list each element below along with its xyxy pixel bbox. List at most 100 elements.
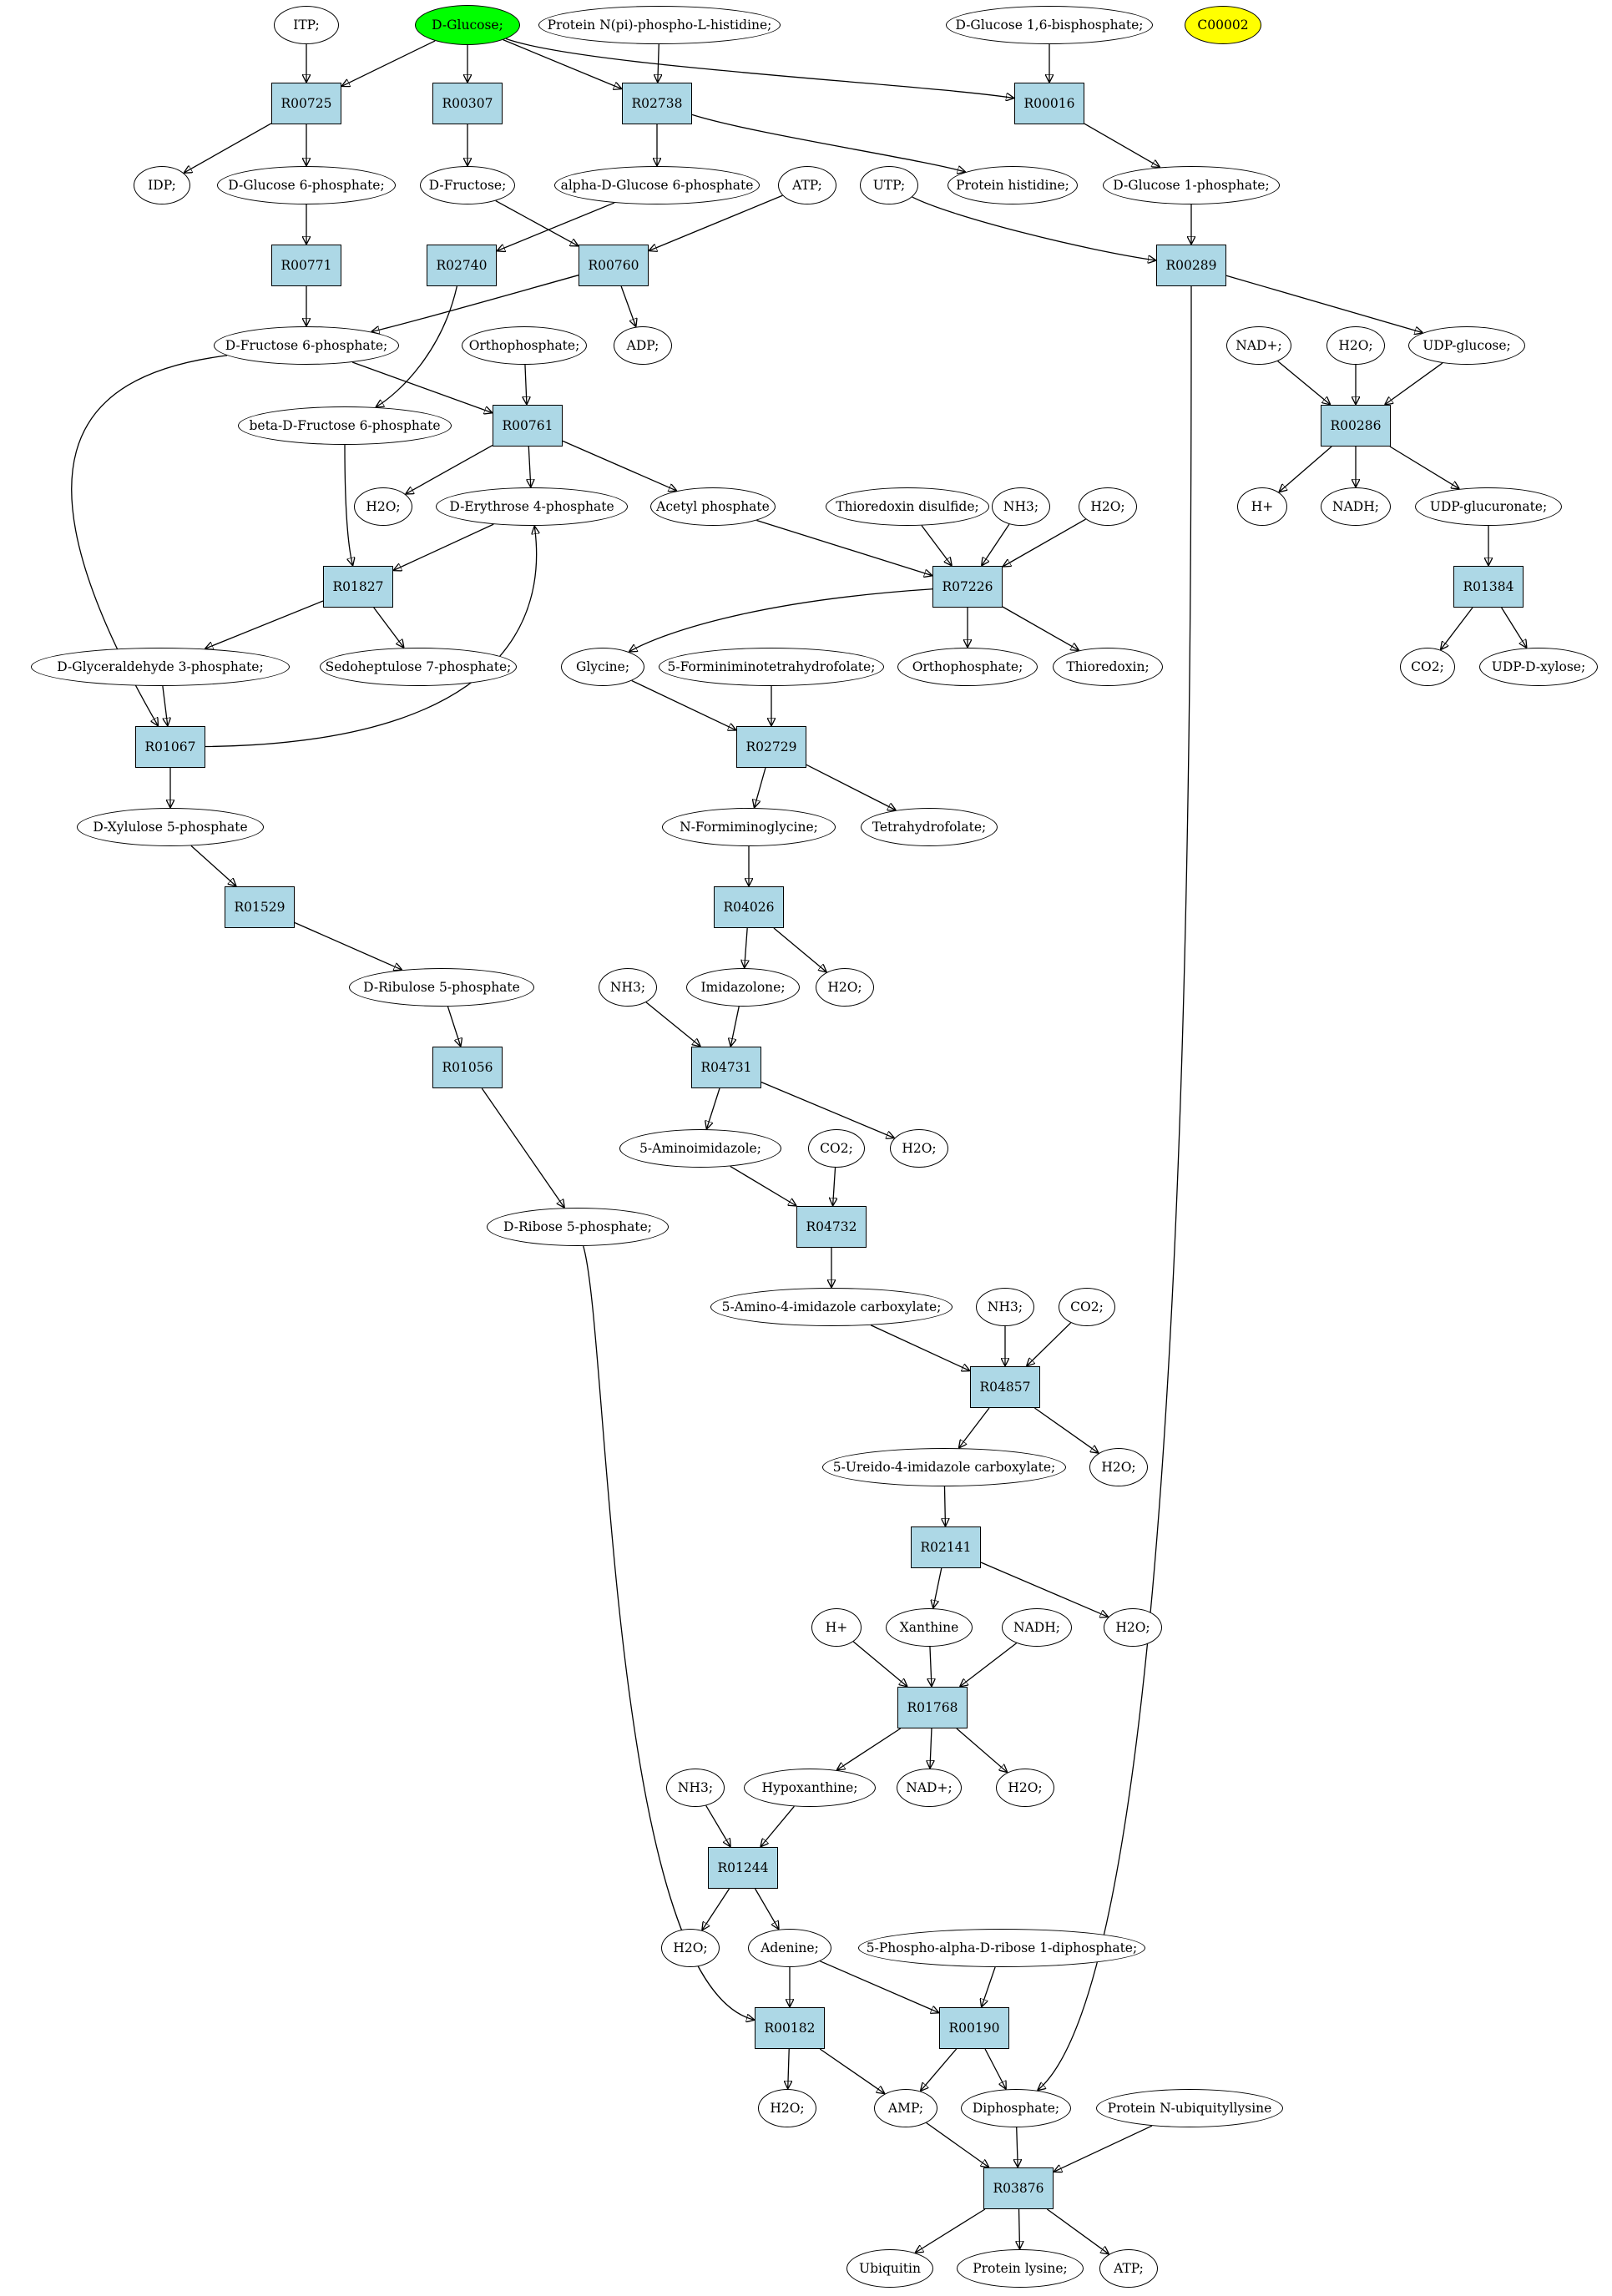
compound-node-protub[interactable]: Protein N-ubiquityllysine: [1096, 2089, 1283, 2127]
compound-node-h2o-g[interactable]: H2O;: [1104, 1608, 1162, 1647]
compound-node-protnp[interactable]: Protein N(pi)-phospho-L-histidine;: [538, 6, 781, 44]
compound-node-aic[interactable]: 5-Amino-4-imidazole carboxylate;: [710, 1288, 953, 1326]
compound-node-co2-c[interactable]: CO2;: [1059, 1288, 1115, 1326]
reaction-node-r00016[interactable]: R00016: [1014, 83, 1084, 124]
reaction-node-r00771[interactable]: R00771: [271, 245, 341, 286]
compound-node-h2o-i[interactable]: H2O;: [661, 1929, 720, 1967]
compound-node-h2o-e[interactable]: H2O;: [890, 1129, 948, 1168]
compound-node-ortho1[interactable]: Orthophosphate;: [462, 326, 587, 365]
compound-node-hypox[interactable]: Hypoxanthine;: [744, 1769, 876, 1807]
reaction-node-r01827[interactable]: R01827: [323, 566, 393, 608]
compound-node-protlys[interactable]: Protein lysine;: [957, 2249, 1084, 2288]
compound-node-r5p[interactable]: D-Ribose 5-phosphate;: [487, 1208, 669, 1246]
compound-node-h2o-f[interactable]: H2O;: [1089, 1448, 1148, 1486]
compound-node-co2-b[interactable]: CO2;: [808, 1129, 865, 1168]
compound-node-trxss[interactable]: Thioredoxin disulfide;: [826, 487, 989, 526]
compound-node-glc16bp[interactable]: D-Glucose 1,6-bisphosphate;: [946, 6, 1153, 44]
compound-node-xanthine[interactable]: Xanthine: [886, 1608, 973, 1647]
reaction-node-r07226[interactable]: R07226: [932, 566, 1003, 608]
compound-node-nfg[interactable]: N-Formiminoglycine;: [662, 808, 836, 846]
edge-R00016-to-g1p: [1084, 123, 1160, 167]
reaction-node-r01067[interactable]: R01067: [135, 726, 205, 768]
compound-node-prothis[interactable]: Protein histidine;: [947, 166, 1078, 204]
reaction-node-r03876[interactable]: R03876: [983, 2167, 1054, 2209]
compound-node-dglucose[interactable]: D-Glucose;: [415, 5, 520, 45]
compound-node-udpx[interactable]: UDP-D-xylose;: [1479, 648, 1598, 686]
compound-node-hplus2[interactable]: H+: [811, 1608, 862, 1647]
reaction-node-r00760[interactable]: R00760: [579, 245, 649, 286]
compound-node-h2o-b[interactable]: H2O;: [354, 487, 412, 526]
reaction-node-r02729[interactable]: R02729: [736, 726, 806, 768]
compound-node-udpga[interactable]: UDP-glucuronate;: [1415, 487, 1562, 526]
reaction-node-r04731[interactable]: R04731: [691, 1047, 761, 1088]
reaction-node-r00286[interactable]: R00286: [1321, 405, 1391, 447]
compound-node-co2-a[interactable]: CO2;: [1400, 648, 1455, 686]
reaction-node-r01768[interactable]: R01768: [897, 1687, 968, 1728]
compound-node-adenine[interactable]: Adenine;: [748, 1929, 831, 1967]
compound-node-bf6p[interactable]: beta-D-Fructose 6-phosphate: [238, 406, 452, 445]
compound-node-ru5p[interactable]: D-Ribulose 5-phosphate: [349, 968, 534, 1007]
compound-node-itp[interactable]: ITP;: [274, 6, 339, 44]
reaction-node-r01384[interactable]: R01384: [1453, 566, 1524, 608]
compound-node-f6p[interactable]: D-Fructose 6-phosphate;: [214, 326, 399, 365]
compound-node-nadp1[interactable]: NAD+;: [1226, 326, 1291, 365]
reaction-node-r01244[interactable]: R01244: [708, 1847, 778, 1889]
compound-node-prpp[interactable]: 5-Phospho-alpha-D-ribose 1-diphosphate;: [858, 1929, 1145, 1967]
compound-node-glycine[interactable]: Glycine;: [561, 648, 644, 686]
compound-node-idp[interactable]: IDP;: [134, 166, 190, 204]
compound-node-e4p[interactable]: D-Erythrose 4-phosphate: [436, 487, 628, 526]
compound-node-udpg[interactable]: UDP-glucose;: [1408, 326, 1525, 365]
compound-node-c00002[interactable]: C00002: [1185, 6, 1261, 44]
compound-node-acp[interactable]: Acetyl phosphate: [650, 487, 776, 526]
compound-node-x5p[interactable]: D-Xylulose 5-phosphate: [77, 808, 264, 846]
compound-node-h2o-h[interactable]: H2O;: [996, 1769, 1054, 1807]
compound-node-g6p[interactable]: D-Glucose 6-phosphate;: [217, 166, 396, 204]
compound-node-nh3-c[interactable]: NH3;: [976, 1288, 1034, 1326]
compound-node-ortho2[interactable]: Orthophosphate;: [897, 648, 1038, 686]
reaction-node-r02740[interactable]: R02740: [427, 245, 497, 286]
compound-node-g1p[interactable]: D-Glucose 1-phosphate;: [1103, 166, 1280, 204]
reaction-node-r00289[interactable]: R00289: [1156, 245, 1226, 286]
reaction-node-r04026[interactable]: R04026: [714, 886, 784, 928]
compound-node-amp[interactable]: AMP;: [874, 2089, 937, 2127]
compound-node-nadh1[interactable]: NADH;: [1321, 487, 1391, 526]
compound-node-s7p[interactable]: Sedoheptulose 7-phosphate;: [320, 648, 517, 686]
compound-node-thf[interactable]: Tetrahydrofolate;: [861, 808, 998, 846]
reaction-node-r04857[interactable]: R04857: [970, 1366, 1040, 1408]
compound-node-adp[interactable]: ADP;: [614, 326, 672, 365]
compound-node-nh3-d[interactable]: NH3;: [666, 1769, 725, 1807]
compound-node-diphos[interactable]: Diphosphate;: [961, 2089, 1071, 2127]
compound-node-nh3-a[interactable]: NH3;: [992, 487, 1050, 526]
compound-node-hplus1[interactable]: H+: [1237, 487, 1287, 526]
compound-node-gap[interactable]: D-Glyceraldehyde 3-phosphate;: [31, 648, 290, 686]
compound-node-uic[interactable]: 5-Ureido-4-imidazole carboxylate;: [822, 1448, 1066, 1486]
compound-node-h2o-d[interactable]: H2O;: [816, 968, 874, 1007]
reaction-node-r01056[interactable]: R01056: [432, 1047, 503, 1088]
reaction-node-r00307[interactable]: R00307: [432, 83, 503, 124]
compound-node-atp1[interactable]: ATP;: [778, 166, 836, 204]
compound-node-h2o-c[interactable]: H2O;: [1079, 487, 1137, 526]
compound-node-nh3-b[interactable]: NH3;: [599, 968, 657, 1007]
compound-node-nadp2[interactable]: NAD+;: [897, 1769, 962, 1807]
compound-node-h2o-j[interactable]: H2O;: [758, 2089, 816, 2127]
reaction-node-r04732[interactable]: R04732: [796, 1206, 867, 1248]
compound-node-h2o-a[interactable]: H2O;: [1326, 326, 1385, 365]
reaction-node-r02141[interactable]: R02141: [911, 1526, 981, 1568]
compound-node-imid[interactable]: Imidazolone;: [686, 968, 800, 1007]
compound-node-utp[interactable]: UTP;: [860, 166, 918, 204]
reaction-node-r01529[interactable]: R01529: [225, 886, 295, 928]
compound-node-aimid[interactable]: 5-Aminoimidazole;: [619, 1129, 781, 1168]
reaction-node-r00761[interactable]: R00761: [493, 405, 563, 447]
reaction-node-r02738[interactable]: R02738: [622, 83, 692, 124]
compound-node-atp2[interactable]: ATP;: [1099, 2249, 1158, 2288]
compound-node-ubiq[interactable]: Ubiquitin: [846, 2249, 933, 2288]
compound-node-nadh2[interactable]: NADH;: [1002, 1608, 1072, 1647]
reaction-node-r00182[interactable]: R00182: [755, 2007, 825, 2049]
compound-node-ag6p[interactable]: alpha-D-Glucose 6-phosphate: [554, 166, 760, 204]
reaction-node-r00725[interactable]: R00725: [271, 83, 341, 124]
compound-node-fithf[interactable]: 5-Forminiminotetrahydrofolate;: [659, 648, 884, 686]
compound-node-dfructose[interactable]: D-Fructose;: [420, 166, 515, 204]
compound-node-thio[interactable]: Thioredoxin;: [1053, 648, 1163, 686]
reaction-node-r00190[interactable]: R00190: [939, 2007, 1009, 2049]
